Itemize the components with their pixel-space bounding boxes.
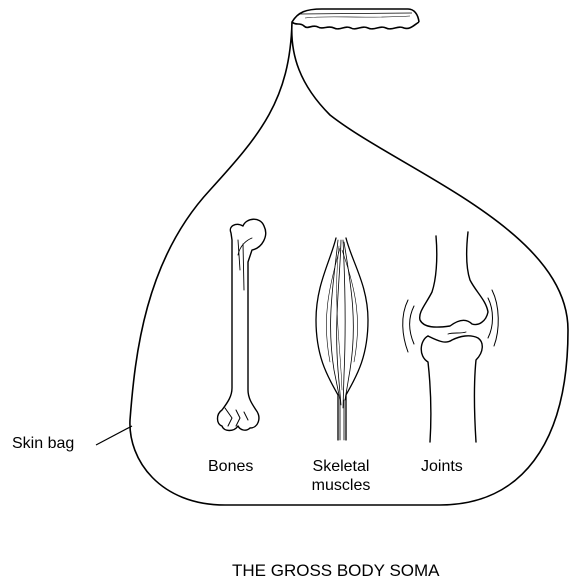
- skin-bag-label: Skin bag: [12, 434, 74, 453]
- skin-bag-leader: [96, 426, 132, 445]
- bone-icon: [218, 219, 266, 430]
- diagram-caption: THE GROSS BODY SOMA: [232, 561, 440, 580]
- joint-icon: [403, 232, 499, 442]
- skeletal-muscles-label-line2: muscles: [296, 476, 386, 495]
- skeletal-muscles-label-line1: Skeletal: [296, 457, 386, 476]
- bones-label: Bones: [208, 457, 253, 476]
- skin-bag-outline: [130, 9, 568, 505]
- skeletal-muscles-label: Skeletal muscles: [296, 457, 386, 495]
- muscle-icon: [316, 238, 368, 440]
- joints-label: Joints: [421, 457, 463, 476]
